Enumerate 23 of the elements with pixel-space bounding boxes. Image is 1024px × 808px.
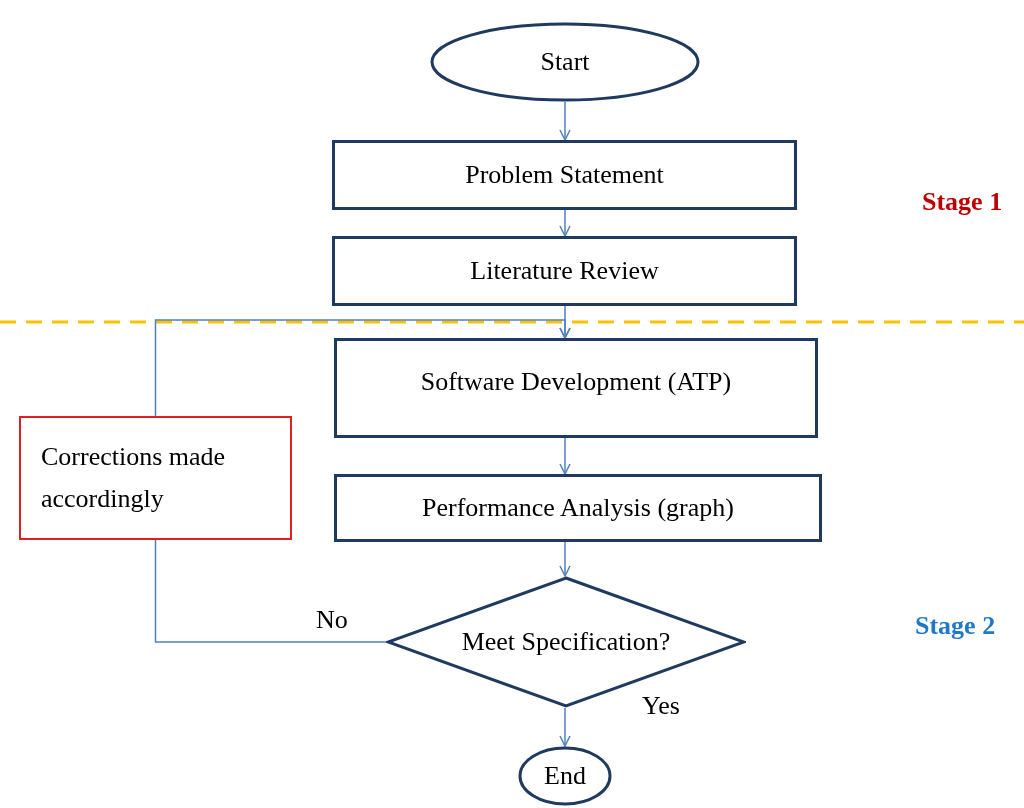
arrow xyxy=(154,319,571,417)
arrow xyxy=(559,209,571,237)
node-label: Meet Specification? xyxy=(461,626,671,659)
arrow xyxy=(559,437,571,475)
node-label: Literature Review xyxy=(470,255,659,288)
note-box xyxy=(19,416,292,540)
terminal-ellipse xyxy=(518,746,612,806)
stage-label: Stage 1 xyxy=(922,186,1003,218)
arrow xyxy=(559,707,571,747)
process-box xyxy=(334,474,822,542)
process-box xyxy=(332,236,797,306)
node-label: Corrections made accordingly xyxy=(41,441,227,515)
node-label: Software Development (ATP) xyxy=(420,366,732,399)
node-label: Performance Analysis (graph) xyxy=(422,492,734,525)
terminal-ellipse xyxy=(430,22,700,102)
stage-label: Stage 2 xyxy=(915,610,996,642)
node-label: Start xyxy=(540,46,590,79)
arrow xyxy=(559,541,571,577)
process-box xyxy=(334,338,818,438)
arrow xyxy=(559,101,571,141)
process-box xyxy=(332,140,797,210)
node-label: Problem Statement xyxy=(465,159,664,192)
node-label: End xyxy=(544,760,586,793)
